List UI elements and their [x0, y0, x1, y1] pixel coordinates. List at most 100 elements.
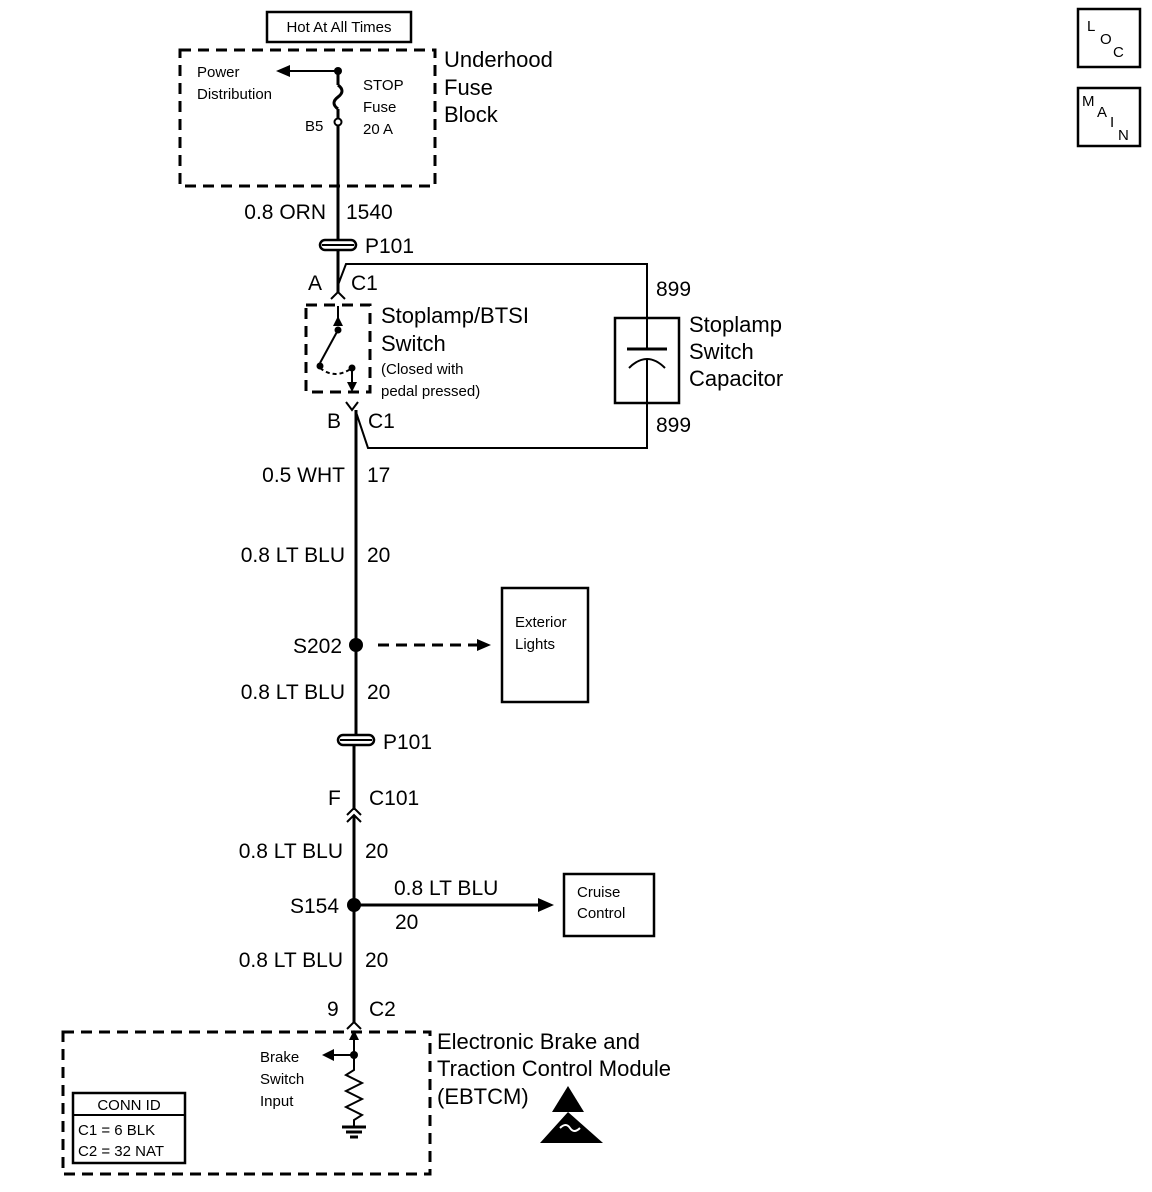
cruise-wire-circuit: 20 [395, 911, 418, 934]
brake-switch-input-label: Brake Switch Input [260, 1049, 308, 1110]
switch-action-dashed [319, 367, 353, 375]
main-icon-letter-n: N [1118, 127, 1129, 144]
conn-id-box [71, 1091, 187, 1165]
fuse-label-line-1: STOP [363, 77, 404, 94]
fuse-label-line-2: Fuse [363, 99, 396, 116]
wire-20-b-size-color: 0.8 LT BLU [241, 681, 345, 704]
stoplamp-switch-outline [304, 303, 372, 394]
capacitor-top-wire [337, 263, 648, 318]
brake-switch-input-line-2: Switch [260, 1071, 304, 1088]
ebtcm-outline [61, 1030, 432, 1176]
loc-icon[interactable]: L O C [1076, 7, 1142, 69]
wire-20-a-size-color: 0.8 LT BLU [241, 544, 345, 567]
cruise-control-line-2: Control [577, 905, 625, 922]
switch-arrow-down-icon [347, 382, 357, 392]
fuse-pin-label: B5 [305, 118, 323, 135]
power-distribution-line-2: Distribution [197, 86, 272, 103]
hot-at-all-times-box [265, 10, 413, 44]
capacitor-bottom-circuit: 899 [656, 414, 691, 437]
c2-connector-icon [346, 1020, 362, 1030]
exterior-lights-box[interactable] [500, 586, 590, 704]
underhood-fuse-block-outline [178, 48, 437, 188]
splice-s202-node [349, 638, 363, 652]
esd-warning-icon [540, 1086, 603, 1143]
power-distribution-label: Power Distribution [197, 64, 272, 103]
c2-pin: 9 [327, 998, 339, 1021]
conn-id-rows: C1 = 6 BLK C2 = 32 NAT [78, 1122, 164, 1160]
brake-switch-input-arrow-icon [322, 1049, 334, 1061]
stoplamp-switch-note-line-2: pedal pressed) [381, 383, 480, 400]
splice-s154-label: S154 [290, 895, 339, 918]
brake-switch-input-line-1: Brake [260, 1049, 299, 1066]
conn-id-row-c2: C2 = 32 NAT [78, 1143, 164, 1160]
cruise-wire-size-color: 0.8 LT BLU [394, 877, 498, 900]
fuse-icon [332, 83, 344, 111]
brake-switch-input-line-3: Input [260, 1093, 294, 1110]
wire-1540-size-color: 0.8 ORN [244, 201, 326, 224]
capacitor-title-line-1: Stoplamp [689, 312, 782, 337]
switch-pivot-contact [316, 362, 324, 370]
fuse-label: STOP Fuse 20 A [363, 77, 407, 138]
c1-a-name: C1 [351, 272, 378, 295]
resistor-icon [343, 1065, 365, 1127]
switch-blade-icon [319, 329, 339, 364]
conn-id-title: CONN ID [97, 1097, 161, 1114]
capacitor-title: Stoplamp Switch Capacitor [689, 312, 788, 391]
loc-icon-letter-o: O [1100, 31, 1112, 48]
power-distribution-arrow-icon [276, 65, 290, 77]
ebtcm-title-line-1: Electronic Brake and [437, 1029, 640, 1054]
c1-b-name: C1 [368, 410, 395, 433]
cruise-control-label: Cruise Control [577, 884, 625, 922]
conn-id-row-c1: C1 = 6 BLK [78, 1122, 155, 1139]
c101-pin: F [328, 787, 341, 810]
switch-arrow-up-icon [333, 316, 343, 326]
fuse-bottom-node [333, 117, 343, 127]
fuse-block-title-line-3: Block [444, 102, 499, 127]
ebtcm-title-line-3: (EBTCM) [437, 1084, 529, 1109]
stoplamp-switch-title-line-2: Switch [381, 331, 446, 356]
main-icon-letter-i: I [1110, 114, 1114, 131]
hot-at-all-times-label: Hot At All Times [286, 19, 391, 36]
fuse-block-title-line-2: Fuse [444, 75, 493, 100]
c1-b-connector-icon [345, 401, 359, 412]
stoplamp-switch-note: (Closed with pedal pressed) [381, 361, 480, 400]
c1-b-pin: B [327, 410, 341, 433]
ebtcm-title: Electronic Brake and Traction Control Mo… [437, 1029, 677, 1109]
wire-20-c-size-color: 0.8 LT BLU [239, 840, 343, 863]
c101-name: C101 [369, 787, 419, 810]
stoplamp-switch-title-line-1: Stoplamp/BTSI [381, 303, 529, 328]
splice-s202-label: S202 [293, 635, 342, 658]
exterior-lights-line-1: Exterior [515, 614, 567, 631]
loc-icon-letter-l: L [1087, 18, 1095, 35]
ebtcm-title-line-2: Traction Control Module [437, 1056, 671, 1081]
exterior-lights-label: Exterior Lights [515, 614, 571, 653]
capacitor-bottom-wire [355, 402, 648, 449]
exterior-lights-arrow-icon [477, 639, 491, 651]
fuse-block-title: Underhood Fuse Block [444, 47, 559, 127]
wire-20-d-circuit: 20 [365, 949, 388, 972]
ebtcm-input-arrow-up-icon [349, 1030, 359, 1040]
cruise-control-box[interactable] [562, 872, 656, 938]
exterior-lights-line-2: Lights [515, 636, 555, 653]
capacitor-top-circuit: 899 [656, 278, 691, 301]
cruise-control-arrow-icon [538, 898, 554, 912]
p101-bottom-label: P101 [383, 731, 432, 754]
c1-a-pin: A [308, 272, 322, 295]
capacitor-title-line-2: Switch [689, 339, 754, 364]
cruise-control-line-1: Cruise [577, 884, 620, 901]
wire-20-b-circuit: 20 [367, 681, 390, 704]
wire-17-size-color: 0.5 WHT [262, 464, 345, 487]
c1-a-connector-icon [330, 290, 346, 300]
wire-20-c-circuit: 20 [365, 840, 388, 863]
fuse-label-line-3: 20 A [363, 121, 393, 138]
capacitor-plate-bottom-icon [628, 358, 666, 369]
c2-name: C2 [369, 998, 396, 1021]
stoplamp-switch-title: Stoplamp/BTSI Switch [381, 303, 535, 356]
main-icon[interactable]: M A I N [1076, 86, 1142, 148]
wire-20-d-size-color: 0.8 LT BLU [239, 949, 343, 972]
power-distribution-line-1: Power [197, 64, 240, 81]
main-icon-letter-a: A [1097, 104, 1107, 121]
wire-17-circuit: 17 [367, 464, 390, 487]
main-icon-letter-m: M [1082, 93, 1095, 110]
fuse-block-title-line-1: Underhood [444, 47, 553, 72]
